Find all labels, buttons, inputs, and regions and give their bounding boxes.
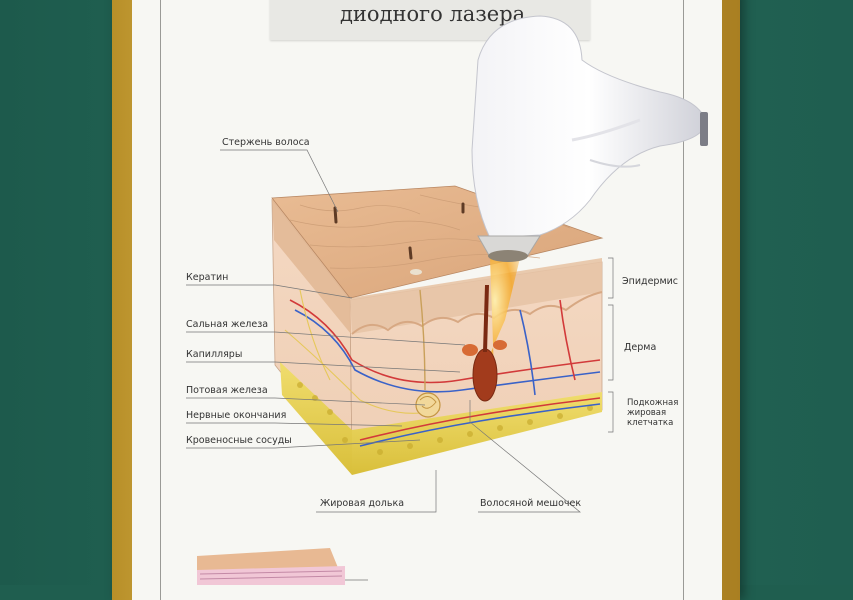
label-subcutaneous-2: жировая xyxy=(627,408,667,418)
label-sweat-gland: Потовая железа xyxy=(186,385,268,396)
label-capillaries: Капилляры xyxy=(186,349,243,360)
label-blood-vessels: Кровеносные сосуды xyxy=(186,435,292,446)
label-hair-shaft: Стержень волоса xyxy=(222,137,310,148)
sweat-gland xyxy=(415,289,441,418)
label-nerve-endings: Нервные окончания xyxy=(186,410,287,421)
label-fat-lobule: Жировая долька xyxy=(320,498,405,509)
label-hair-follicle: Волосяной мешочек xyxy=(480,498,582,509)
label-sebaceous-gland: Сальная железа xyxy=(186,319,269,330)
poster-inner-border xyxy=(160,0,684,600)
label-subcutaneous-3: клетчатка xyxy=(627,418,674,428)
label-dermis: Дерма xyxy=(624,342,657,353)
poster-title: диодного лазера xyxy=(340,2,526,26)
laser-device xyxy=(471,15,708,262)
label-epidermis: Эпидермис xyxy=(622,276,679,287)
label-keratin: Кератин xyxy=(186,272,229,283)
bottom-illustration xyxy=(197,548,345,585)
label-subcutaneous-1: Подкожная xyxy=(627,398,679,408)
skin-illustration xyxy=(186,15,708,585)
